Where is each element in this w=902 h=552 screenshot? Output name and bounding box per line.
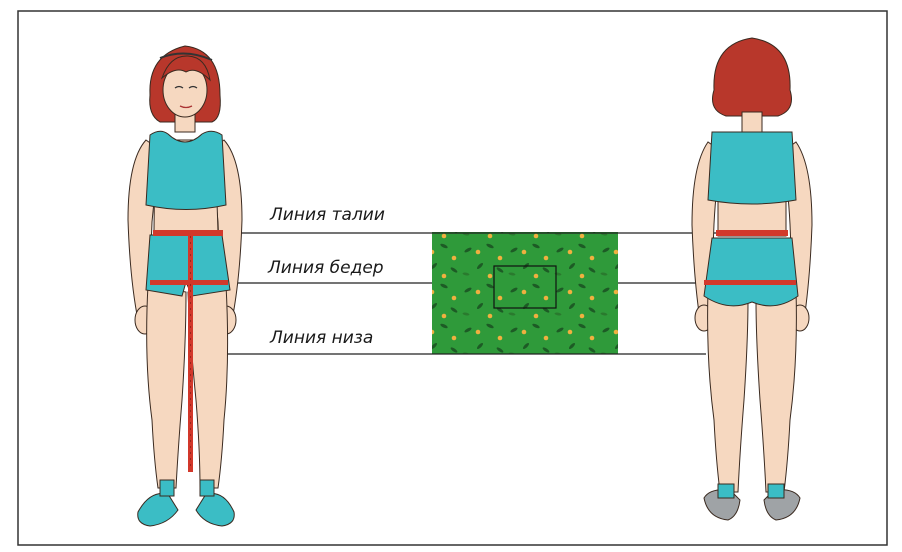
- hip-line-label: Линия бедер: [268, 258, 384, 278]
- hem-line-label: Линия низа: [270, 328, 373, 348]
- waist-line-label: Линия талии: [270, 205, 385, 225]
- girl-back-view: [692, 38, 812, 520]
- hip-tape-back: [704, 280, 796, 285]
- waist-tape-back: [716, 230, 788, 236]
- girl-front-view: [128, 46, 242, 526]
- fabric-sample: [432, 232, 618, 354]
